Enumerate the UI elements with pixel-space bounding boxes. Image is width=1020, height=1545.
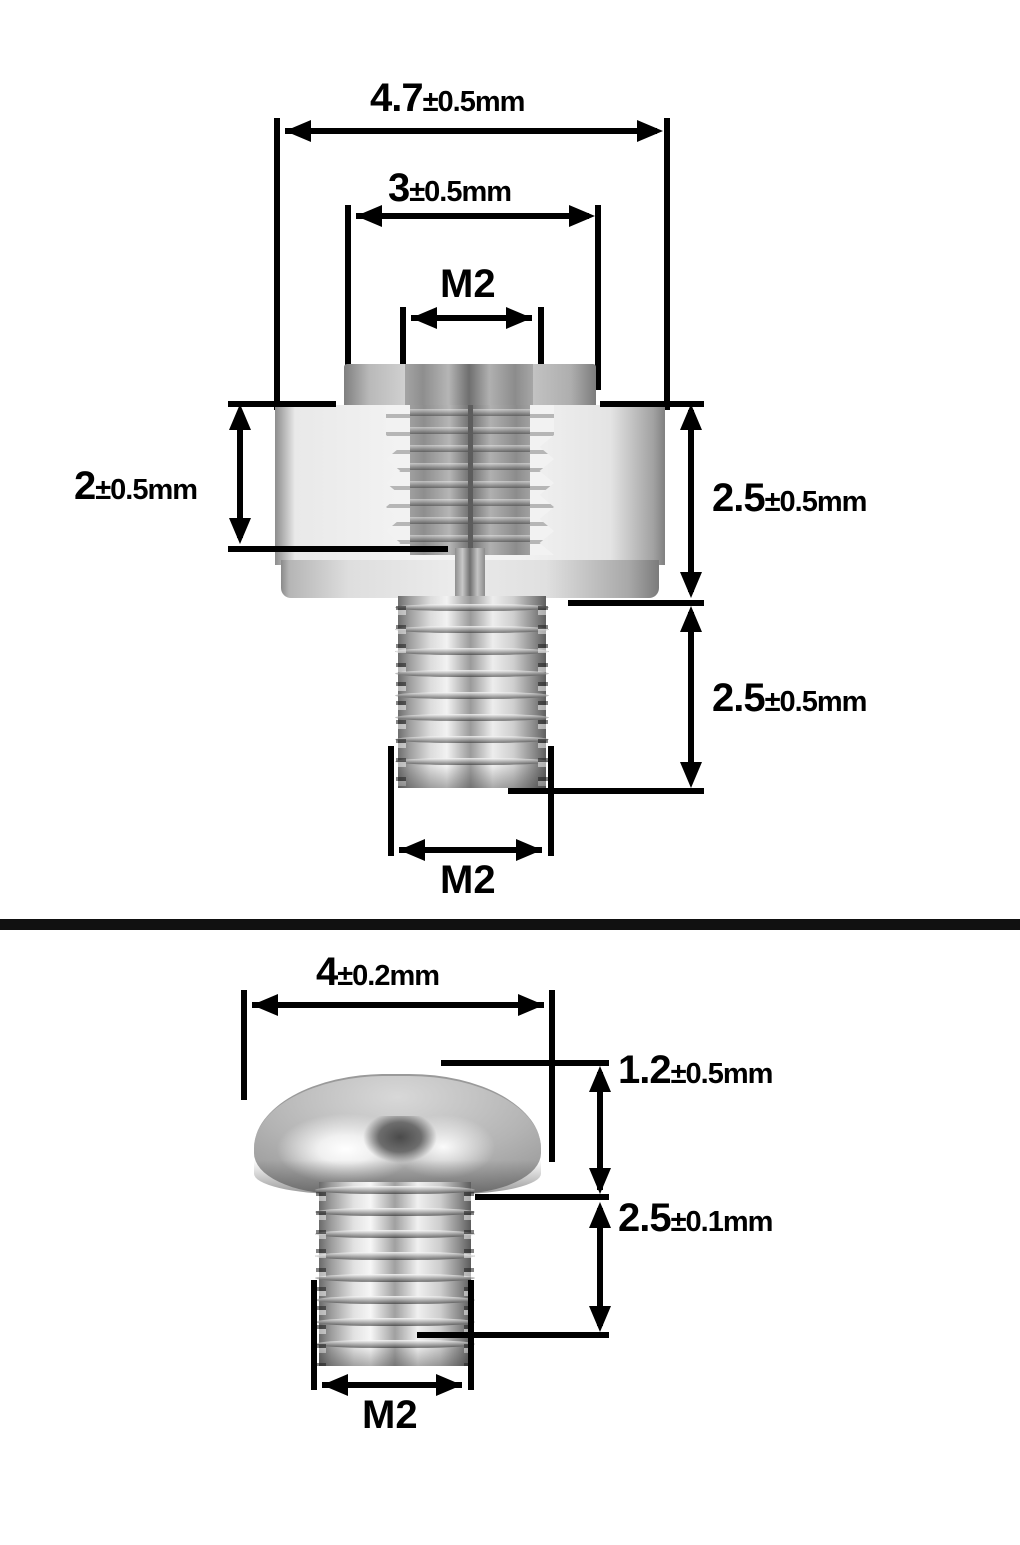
screw-thread-ridge (315, 1274, 475, 1282)
extension-line-shank-bottom (508, 788, 704, 794)
thread-profile-right (530, 405, 554, 555)
screw-thread-edge-right (464, 1182, 474, 1366)
arrow-up-cavity-depth (229, 404, 251, 430)
arrow-right-m2-top (506, 307, 532, 329)
dim-screw-shank-length-label: 2.5±0.1mm (618, 1196, 773, 1240)
screw-head (254, 1074, 541, 1194)
extension-line-right-m2-screw (468, 1280, 474, 1390)
shank-thread-ridge (395, 626, 549, 633)
arrow-down-cavity-depth (229, 518, 251, 544)
extension-line-left-m2-top (400, 307, 406, 390)
arrow-down-body-height (680, 572, 702, 598)
shank-thread-ridge (395, 648, 549, 655)
dimension-line-head-diameter (252, 1002, 544, 1008)
dimension-line-body-height (688, 410, 694, 592)
standoff-internal-thread-cavity (406, 405, 534, 555)
extension-line-shank-bottom-screw (417, 1332, 609, 1338)
screw-head-reflection-dark (357, 1116, 444, 1164)
screw-thread-ridge (315, 1186, 475, 1194)
extension-line-right-outer (664, 118, 670, 410)
screw-thread-ridge (315, 1318, 475, 1326)
arrow-right-m2-screw (436, 1374, 462, 1396)
screw-thread-edge-left (316, 1182, 326, 1366)
arrow-right-body-width (569, 205, 595, 227)
standoff-neck (455, 548, 485, 604)
screw-thread-ridge (315, 1208, 475, 1216)
dimension-line-m2-screw (322, 1382, 462, 1388)
arrow-up-body-height (680, 404, 702, 430)
shank-thread-ridge (395, 758, 549, 765)
extension-line-right-m2-top (538, 307, 544, 390)
dim-screw-head-diameter-label: 4±0.2mm (316, 950, 440, 994)
screw-shank (315, 1182, 475, 1366)
dimension-line-head-width (285, 128, 657, 134)
screw-tip-shading (319, 1346, 471, 1366)
shank-thread-ridge (395, 736, 549, 743)
screw-thread-ridge (315, 1340, 475, 1348)
shank-tip-shading (398, 766, 546, 788)
dim-standoff-cavity-depth-label: 2±0.5mm (74, 464, 198, 508)
dimension-line-shank-length (688, 612, 694, 780)
extension-line-head-top (441, 1060, 609, 1066)
screw-thread-ridge (315, 1230, 475, 1238)
arrow-right-m2-bottom (516, 839, 542, 861)
dim-standoff-body-width-label: 3±0.5mm (388, 166, 512, 210)
shank-thread-ridge (395, 714, 549, 721)
arrow-down-head-height (589, 1168, 611, 1194)
arrow-left-body-width (356, 205, 382, 227)
standoff-male-shank (395, 596, 549, 788)
shank-thread-ridge (395, 670, 549, 677)
extension-line-left-head-dia (241, 990, 247, 1100)
extension-line-left-body (345, 205, 351, 390)
extension-line-cavity-top (228, 401, 336, 407)
section-cut-line (468, 405, 473, 555)
dim-screw-thread-label: M2 (362, 1393, 418, 1437)
standoff-collar-bore (405, 364, 533, 408)
dimension-line-body-width (356, 213, 589, 219)
screw-thread-ridge (315, 1252, 475, 1260)
dimension-line-cavity-depth (237, 412, 243, 538)
dimension-line-screw-shank-length (597, 1208, 603, 1326)
thread-profile-left (386, 405, 410, 555)
shank-thread-edge-right (538, 596, 548, 788)
dim-standoff-top-thread-label: M2 (440, 262, 496, 306)
shank-thread-edge-left (396, 596, 406, 788)
dim-standoff-body-height-label: 2.5±0.5mm (712, 476, 867, 520)
standoff-figure: 4.7±0.5mm 3±0.5mm M2 (74, 76, 867, 902)
extension-line-body-top (600, 401, 704, 407)
arrow-right-head-diameter (518, 994, 544, 1016)
arrow-left-m2-top (411, 307, 437, 329)
dim-standoff-head-width-label: 4.7±0.5mm (370, 76, 525, 120)
screw-thread-ridge (315, 1296, 475, 1304)
arrow-up-shank-length (680, 606, 702, 632)
dimension-line-m2-top (411, 315, 532, 321)
arrow-down-screw-shank-length (589, 1306, 611, 1332)
dim-standoff-bottom-thread-label: M2 (440, 858, 496, 902)
arrow-left-head-width (285, 120, 311, 142)
extension-line-left-m2-bottom (388, 746, 394, 856)
extension-line-left-m2-screw (311, 1280, 317, 1390)
arrow-left-head-diameter (252, 994, 278, 1016)
extension-line-right-m2-bottom (548, 746, 554, 856)
shank-thread-ridge (395, 604, 549, 611)
extension-line-cavity-bottom (228, 546, 448, 552)
extension-line-head-bottom (475, 1194, 609, 1200)
arrow-up-screw-shank-length (589, 1202, 611, 1228)
extension-line-body-bottom (568, 600, 704, 606)
dimension-line-m2-bottom (399, 847, 542, 853)
dimension-line-head-height (597, 1072, 603, 1190)
panhead-screw-figure: 4±0.2mm (0, 932, 1020, 1545)
arrow-up-head-height (589, 1066, 611, 1092)
shank-thread-ridge (395, 692, 549, 699)
extension-line-left-outer (274, 118, 280, 410)
extension-line-right-head-dia (549, 990, 555, 1162)
arrow-right-head-width (637, 120, 663, 142)
arrow-left-m2-bottom (399, 839, 425, 861)
dim-screw-head-height-label: 1.2±0.5mm (618, 1048, 773, 1092)
section-divider (0, 919, 1020, 930)
arrow-down-shank-length (680, 762, 702, 788)
extension-line-right-body (595, 205, 601, 390)
dim-standoff-shank-length-label: 2.5±0.5mm (712, 676, 867, 720)
arrow-left-m2-screw (322, 1374, 348, 1396)
